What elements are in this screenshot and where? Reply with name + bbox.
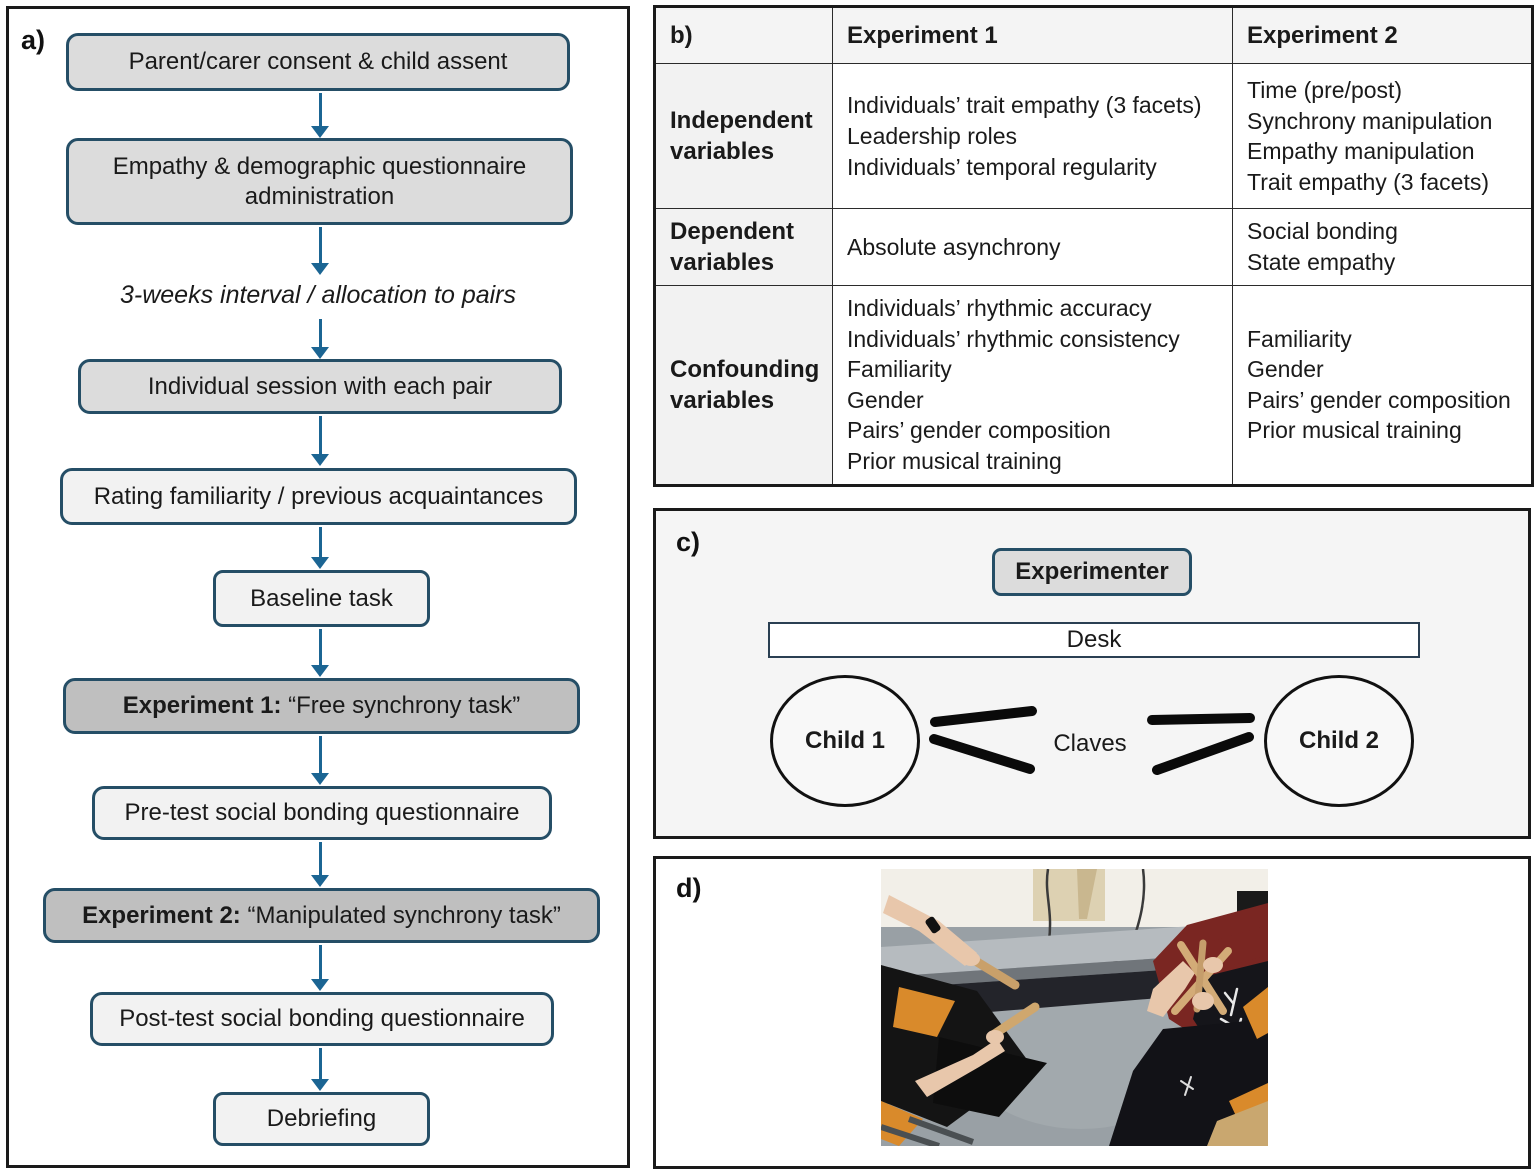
left-child-upper-arm — [883, 895, 977, 966]
cell-line: Social bonding — [1247, 218, 1398, 245]
cell-line: Individuals’ trait empathy (3 facets) — [847, 92, 1202, 119]
right-child-arm — [1147, 961, 1195, 1017]
cell-line: Empathy manipulation — [1247, 138, 1475, 165]
cell-line: Individuals’ temporal regularity — [847, 153, 1157, 180]
row-label-dependent: Dependent variables — [654, 208, 833, 286]
flow-step-individual-session: Individual session with each pair — [78, 359, 562, 414]
flow-note-interval: 3-weeks interval / allocation to pairs — [119, 281, 517, 309]
experiment-2-label: Experiment 2: — [82, 901, 241, 929]
wristband — [925, 916, 941, 934]
cell-line: Prior musical training — [1247, 417, 1462, 444]
header-experiment-2: Experiment 2 — [1232, 5, 1533, 65]
panel-a-flowchart: a) Parent/carer consent & child assent E… — [6, 6, 630, 1168]
desk-leg-shadow — [1077, 869, 1097, 919]
arrow-down-icon — [311, 945, 329, 991]
confounding-exp2-cell: Familiarity Gender Pairs’ gender composi… — [1232, 284, 1533, 487]
arrow-down-icon — [311, 527, 329, 569]
panel-d-label: d) — [676, 873, 702, 903]
panel-b-label: b) — [654, 5, 833, 65]
independent-exp2-cell: Time (pre/post) Synchrony manipulation E… — [1232, 63, 1533, 210]
table-row: Dependent variables Absolute asynchrony … — [654, 208, 1533, 286]
header-experiment-1: Experiment 1 — [832, 5, 1233, 65]
experiment-2-task: “Manipulated synchrony task” — [240, 901, 561, 929]
flow-step-debriefing: Debriefing — [213, 1092, 430, 1146]
arrow-down-icon — [311, 416, 329, 466]
flow-step-pretest: Pre-test social bonding questionnaire — [92, 786, 552, 840]
independent-exp1-cell: Individuals’ trait empathy (3 facets) Le… — [832, 63, 1233, 210]
flow-step-experiment-2: Experiment 2: “Manipulated synchrony tas… — [43, 888, 600, 943]
arrow-down-icon — [311, 319, 329, 359]
cell-line: Individuals’ rhythmic consistency — [847, 325, 1180, 352]
arrow-down-icon — [311, 93, 329, 138]
right-child-hand — [1192, 992, 1214, 1010]
table-row: Independent variables Individuals’ trait… — [654, 63, 1533, 210]
cell-line: Familiarity — [1247, 325, 1352, 352]
table-row: Confounding variables Individuals’ rhyth… — [654, 284, 1533, 487]
cell-line: Time (pre/post) — [1247, 77, 1403, 104]
pants-logo — [1180, 1076, 1194, 1096]
left-chair-corner — [881, 1101, 923, 1146]
panel-c-setup-diagram: c) Experimenter Desk Child 1 Child 2 Cla… — [653, 508, 1531, 839]
row-label-independent: Independent variables — [654, 63, 833, 210]
chair-leg — [881, 1124, 940, 1146]
panel-b-variables-table: b) Experiment 1 Experiment 2 Independent… — [653, 5, 1534, 487]
flow-step-rating-familiarity: Rating familiarity / previous acquaintan… — [60, 468, 577, 525]
cell-line: Prior musical training — [847, 447, 1062, 474]
right-child-hand — [1203, 957, 1223, 973]
panel-c-label: c) — [676, 527, 701, 557]
panel-d-photo: d) — [653, 856, 1531, 1169]
experiment-1-label: Experiment 1: — [122, 692, 282, 719]
arrow-down-icon — [311, 1048, 329, 1091]
chair-leg — [907, 1116, 975, 1145]
left-child-lower-arm — [915, 1039, 1005, 1097]
cell-line: Trait empathy (3 facets) — [1247, 168, 1490, 195]
left-chair-seat — [893, 987, 955, 1037]
flow-step-questionnaire: Empathy & demographic questionnaire admi… — [66, 138, 573, 225]
right-chair-seat — [1243, 987, 1268, 1039]
arrow-down-icon — [311, 842, 329, 887]
confounding-exp1-cell: Individuals’ rhythmic accuracy Individua… — [832, 284, 1233, 487]
cell-line: Individuals’ rhythmic accuracy — [847, 295, 1152, 322]
experiment-1-task: “Free synchrony task” — [281, 692, 521, 719]
arrow-down-icon — [311, 629, 329, 677]
wood-floor-strip — [1207, 1101, 1268, 1146]
desk-box: Desk — [768, 622, 1420, 658]
cell-line: Gender — [847, 386, 924, 413]
cell-line: Familiarity — [847, 356, 952, 383]
left-child-hand — [962, 952, 980, 966]
panel-a-label: a) — [21, 25, 46, 55]
flow-step-consent: Parent/carer consent & child assent — [66, 33, 570, 91]
children-claves-photo — [881, 869, 1268, 1146]
experimenter-box: Experimenter — [992, 548, 1192, 596]
row-label-confounding: Confounding variables — [654, 284, 833, 487]
left-child-leg — [933, 1037, 1047, 1117]
cell-line: Gender — [1247, 356, 1324, 383]
cell-line: Synchrony manipulation — [1247, 107, 1493, 134]
arrow-down-icon — [311, 227, 329, 275]
child-1-circle: Child 1 — [770, 675, 920, 807]
cell-line: Leadership roles — [847, 122, 1018, 149]
dependent-exp2-cell: Social bonding State empathy — [1232, 208, 1533, 286]
cell-line: State empathy — [1247, 248, 1396, 275]
cell-line: Pairs’ gender composition — [847, 417, 1111, 444]
cell-line: Absolute asynchrony — [847, 233, 1061, 260]
table-header-row: b) Experiment 1 Experiment 2 — [654, 5, 1533, 65]
dependent-exp1-cell: Absolute asynchrony — [832, 208, 1233, 286]
cell-line: Pairs’ gender composition — [1247, 386, 1511, 413]
claves-label: Claves — [1053, 730, 1127, 757]
left-child-hand — [986, 1030, 1004, 1044]
flow-step-baseline-task: Baseline task — [213, 570, 430, 627]
arrow-down-icon — [311, 736, 329, 785]
flow-step-posttest: Post-test social bonding questionnaire — [90, 992, 554, 1046]
child-2-circle: Child 2 — [1264, 675, 1414, 807]
clave-stick — [988, 1002, 1040, 1040]
flow-step-experiment-1: Experiment 1: “Free synchrony task” — [63, 678, 580, 734]
